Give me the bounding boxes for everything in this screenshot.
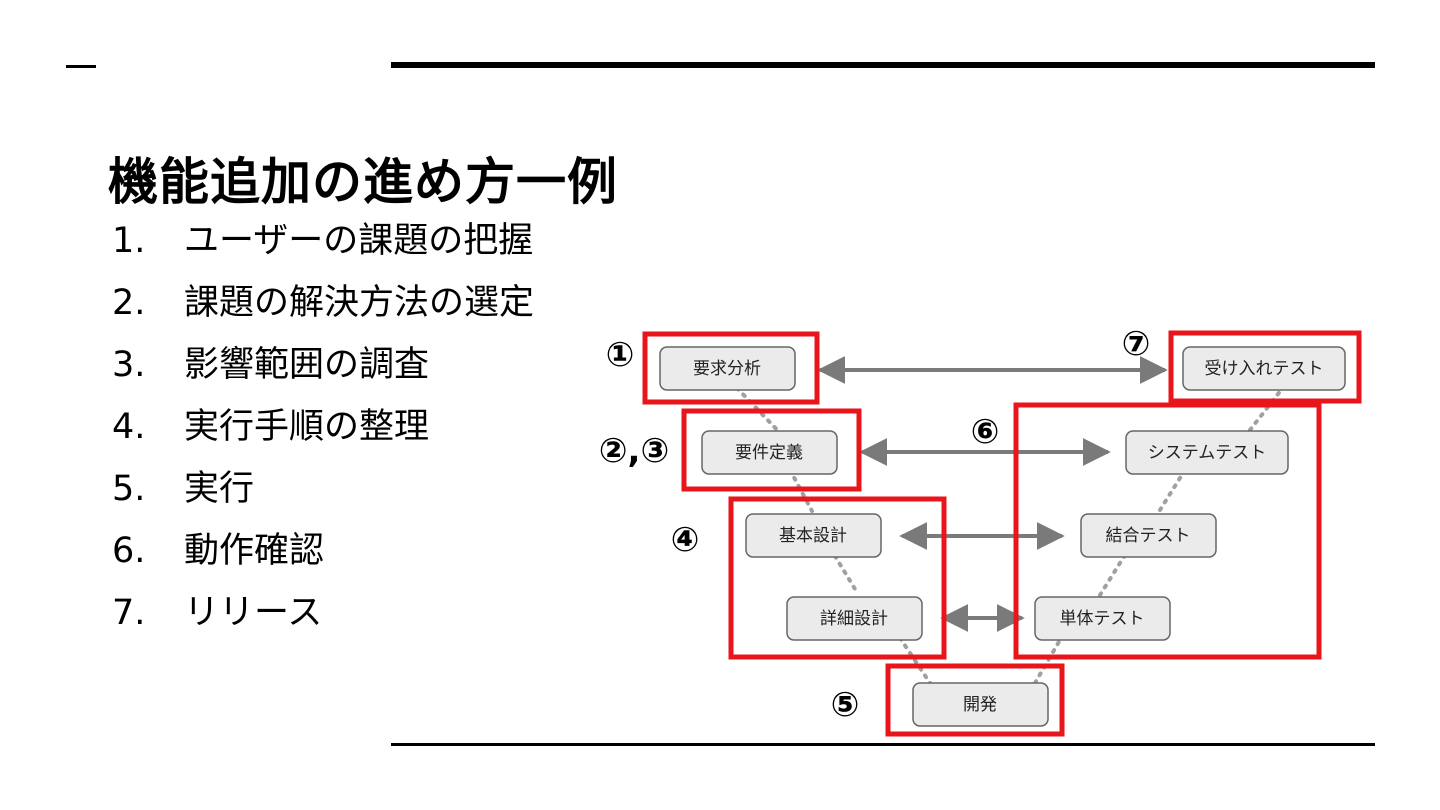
highlight-frame-1 bbox=[642, 331, 820, 405]
phase-box-acceptance-test bbox=[1182, 346, 1346, 391]
highlight-frame-4 bbox=[728, 496, 947, 660]
dotted-connector bbox=[1158, 468, 1187, 512]
phase-box-integration-test bbox=[1080, 513, 1217, 558]
list-item-number: 5. bbox=[112, 469, 146, 509]
list-item-text: 課題の解決方法の選定 bbox=[184, 283, 535, 323]
dotted-connector bbox=[1098, 553, 1127, 597]
list-item: 4. 実行手順の整理 bbox=[112, 396, 534, 458]
header-rule bbox=[391, 62, 1375, 68]
list-item-number: 3. bbox=[112, 345, 146, 385]
list-item: 3. 影響範囲の調査 bbox=[112, 334, 534, 396]
list-item: 1. ユーザーの課題の把握 bbox=[112, 210, 534, 272]
step-marker-4: ④ bbox=[671, 520, 700, 560]
page-title: 機能追加の進め方一例 bbox=[108, 152, 618, 211]
highlight-frame-7 bbox=[1168, 330, 1362, 404]
steps-list: 1. ユーザーの課題の把握 2. 課題の解決方法の選定 3. 影響範囲の調査 4. 実行… bbox=[112, 210, 534, 644]
step-marker-2-3: ②,③ bbox=[599, 431, 670, 471]
list-item-number: 4. bbox=[112, 407, 146, 447]
dotted-connector bbox=[833, 554, 860, 596]
list-item-text: 実行 bbox=[184, 469, 255, 509]
step-marker-6: ⑥ bbox=[971, 412, 1000, 452]
list-item-number: 2. bbox=[112, 283, 146, 323]
list-item-number: 7. bbox=[112, 593, 146, 633]
phase-label-integration-test: 結合テスト bbox=[1106, 526, 1191, 546]
phase-box-requirements-definition bbox=[701, 430, 838, 475]
list-item-text: 影響範囲の調査 bbox=[184, 345, 430, 385]
phase-box-development bbox=[912, 682, 1049, 727]
list-item-number: 1. bbox=[112, 221, 146, 261]
phase-label-unit-test: 単体テスト bbox=[1060, 609, 1145, 629]
phase-box-unit-test bbox=[1034, 596, 1171, 641]
phase-box-detailed-design bbox=[786, 596, 923, 641]
top-left-dash bbox=[66, 65, 96, 68]
list-item-text: リリース bbox=[184, 593, 323, 633]
dotted-connector bbox=[898, 636, 932, 685]
phase-box-requirements-analysis bbox=[659, 346, 796, 391]
list-item-text: ユーザーの課題の把握 bbox=[184, 221, 534, 261]
footer-rule bbox=[391, 743, 1375, 746]
list-item: 7. リリース bbox=[112, 582, 534, 644]
list-item-text: 実行手順の整理 bbox=[184, 407, 430, 447]
dotted-connector bbox=[735, 386, 785, 438]
list-item-text: 動作確認 bbox=[184, 531, 325, 571]
highlight-frame-2-3 bbox=[681, 408, 862, 492]
dotted-connector bbox=[788, 468, 814, 513]
list-item: 5. 実行 bbox=[112, 458, 534, 520]
dotted-connector bbox=[1033, 638, 1062, 685]
list-item: 2. 課題の解決方法の選定 bbox=[112, 272, 534, 334]
phase-label-detailed-design: 詳細設計 bbox=[820, 609, 888, 629]
list-item-number: 6. bbox=[112, 531, 146, 571]
phase-label-requirements-analysis: 要求分析 bbox=[693, 359, 761, 379]
highlight-frame-5 bbox=[885, 663, 1065, 737]
phase-label-basic-design: 基本設計 bbox=[779, 526, 847, 546]
phase-label-acceptance-test: 受け入れテスト bbox=[1205, 359, 1324, 379]
phase-box-system-test bbox=[1125, 430, 1289, 475]
step-marker-1: ① bbox=[606, 335, 635, 375]
phase-label-requirements-definition: 要件定義 bbox=[735, 443, 803, 463]
list-item: 6. 動作確認 bbox=[112, 520, 534, 582]
step-marker-5: ⑤ bbox=[831, 685, 860, 725]
phase-box-basic-design bbox=[745, 513, 882, 558]
step-marker-7: ⑦ bbox=[1122, 324, 1151, 364]
highlight-frame-6 bbox=[1013, 402, 1322, 660]
phase-label-development: 開発 bbox=[963, 695, 997, 715]
phase-label-system-test: システムテスト bbox=[1148, 443, 1267, 463]
